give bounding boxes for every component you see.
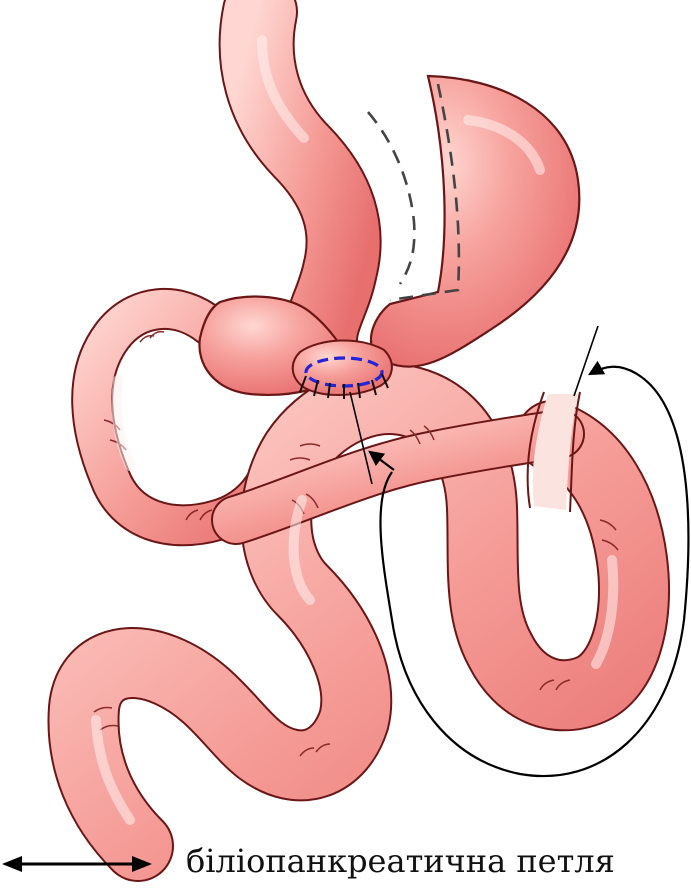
double-arrow-icon [0,838,170,890]
legend-label: біліопанкреатична петля [186,845,615,877]
limb-marker-line-2 [574,326,598,396]
legend: біліопанкреатична петля [0,838,691,890]
